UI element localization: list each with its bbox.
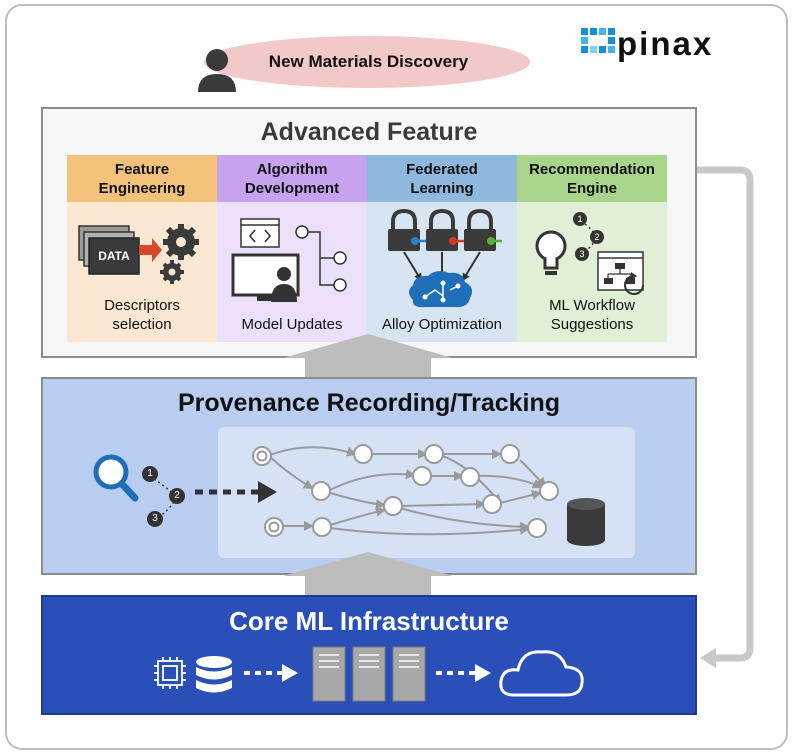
up-arrow-core-to-provenance — [283, 552, 453, 596]
data-gears-icon — [78, 224, 199, 284]
provenance-graph-nodes — [252, 444, 559, 538]
person-icon — [198, 49, 236, 92]
column-caption-algorithm-development: Model Updates — [241, 316, 343, 333]
server-rack-icon — [312, 646, 426, 702]
column-header-line1: Recommendation — [529, 160, 655, 178]
pinax-logo-icon — [581, 28, 615, 53]
advanced-feature-title: Advanced Feature — [260, 118, 478, 146]
feedback-loop-arrow — [697, 166, 754, 662]
provenance-steps-link — [149, 475, 178, 520]
column-header-bg-feature — [67, 155, 217, 202]
provenance-step-1 — [142, 466, 158, 482]
computer-user-icon — [231, 218, 347, 302]
column-header-line2: Development — [244, 179, 340, 197]
caption-line1: Descriptors — [104, 297, 180, 314]
core-ml-title: Core ML Infrastructure — [229, 606, 509, 636]
provenance-step-3-label: 3 — [152, 513, 158, 524]
caption-line2: selection — [112, 316, 172, 333]
column-header-feature-engineering: Feature Engineering — [67, 157, 217, 200]
column-header-bg-algorithm — [217, 155, 367, 202]
recommendation-step-1-label: 1 — [577, 214, 583, 224]
goal-label: New Materials Discovery — [268, 52, 469, 71]
column-header-line1: Feature — [114, 160, 170, 178]
storage-icon — [196, 656, 232, 693]
magnifier-icon — [93, 454, 139, 502]
provenance-title: Provenance Recording/Tracking — [177, 389, 561, 417]
column-header-federated-learning: Federated Learning — [367, 157, 517, 200]
lightbulb-workflow-icon — [535, 212, 644, 295]
column-header-line1: Federated — [406, 160, 478, 178]
caption-line1: ML Workflow — [549, 297, 635, 314]
caption-line2: Suggestions — [550, 316, 634, 333]
chip-icon — [154, 657, 186, 689]
recommendation-step-3-label: 3 — [579, 249, 585, 259]
data-doc-label: DATA — [98, 249, 130, 263]
column-caption-recommendation-engine: ML Workflow Suggestions — [517, 296, 667, 336]
logo-wordmark: pinax — [617, 25, 714, 62]
provenance-step-2 — [169, 488, 185, 504]
column-header-line2: Engineering — [98, 179, 186, 197]
provenance-step-2-label: 2 — [174, 490, 180, 501]
up-arrow-provenance-to-advanced — [283, 334, 453, 378]
column-header-recommendation-engine: Recommendation Engine — [517, 157, 667, 200]
column-caption-federated-learning: Alloy Optimization — [381, 316, 503, 333]
core-dotted-arrowhead-2 — [475, 664, 491, 682]
provenance-step-3 — [147, 511, 163, 527]
column-caption-feature-engineering: Descriptors selection — [67, 296, 217, 336]
database-icon — [567, 498, 605, 546]
core-dotted-arrowhead-1 — [282, 664, 298, 682]
column-header-algorithm-development: Algorithm Development — [217, 157, 367, 200]
locks-brain-icon — [388, 208, 502, 308]
provenance-step-1-label: 1 — [147, 468, 153, 479]
feedback-loop-arrowhead — [700, 648, 716, 668]
recommendation-step-2-label: 2 — [594, 232, 600, 242]
column-header-bg-federated — [367, 155, 517, 202]
provenance-dotted-arrowhead — [258, 481, 277, 503]
cloud-icon — [499, 650, 584, 697]
column-header-line2: Engine — [566, 179, 617, 197]
column-header-line1: Algorithm — [256, 160, 328, 178]
column-header-line2: Learning — [410, 179, 474, 197]
goal-ellipse — [204, 36, 530, 88]
provenance-graph-edges — [269, 446, 547, 536]
column-header-bg-recommendation — [517, 155, 667, 202]
